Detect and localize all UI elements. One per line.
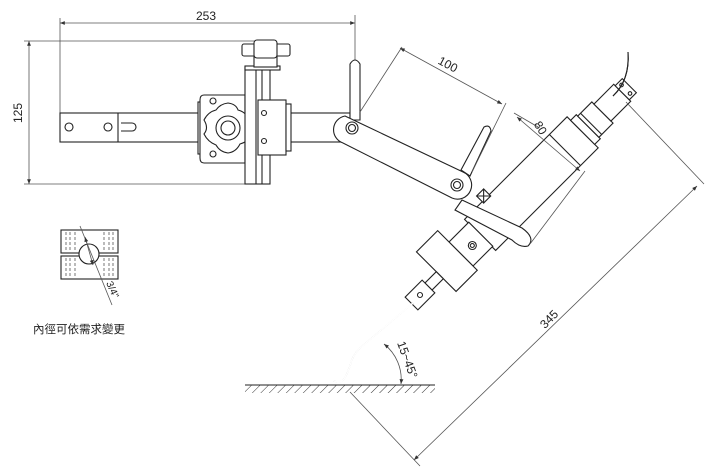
dimension-253: 253 [59, 9, 356, 113]
angle-label: 15~45° [394, 339, 420, 380]
probe-rod [333, 302, 414, 383]
angle-annotation: 15~45° [383, 339, 421, 385]
dimension-label-253: 253 [196, 9, 216, 23]
bore-note: 內徑可依需求變更 [33, 322, 125, 336]
dimension-125: 125 [11, 40, 255, 185]
dimension-label-100: 100 [436, 54, 461, 76]
lever-handle-2 [460, 125, 492, 177]
dimension-label-345: 345 [537, 307, 561, 331]
lever-arm [333, 115, 473, 200]
lever-handle-1 [349, 59, 361, 121]
motor-assembly [404, 77, 638, 311]
dimension-label-125: 125 [11, 103, 25, 123]
ground-surface [245, 384, 435, 393]
dimension-label-80: 80 [531, 119, 550, 138]
vertical-slide [241, 39, 292, 185]
clamp-plate [197, 94, 253, 164]
bore-detail: 3/4" [60, 225, 121, 306]
